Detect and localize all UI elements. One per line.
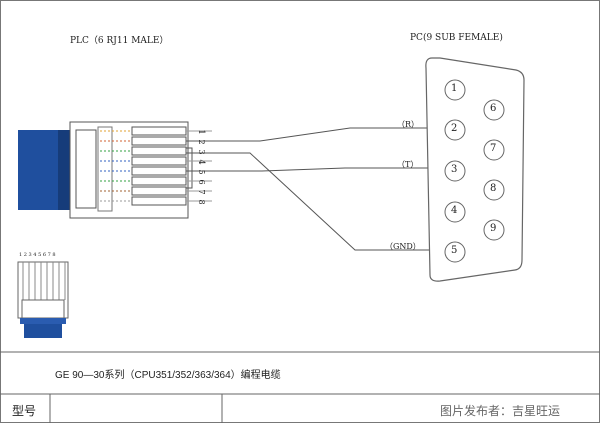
wires <box>186 127 445 251</box>
db9-pin-3: 3 <box>451 164 458 175</box>
db9-pin-8: 8 <box>490 183 497 194</box>
signal-gnd-label: （GND） <box>385 242 421 251</box>
wire-r <box>186 127 445 142</box>
pin-digit: 7 <box>197 189 206 195</box>
signal-r-label: （R） <box>397 120 420 129</box>
small-plug <box>17 261 69 338</box>
pin-digit: 2 <box>197 139 206 145</box>
db9-pin-6: 6 <box>490 103 497 114</box>
footer-table <box>0 351 600 423</box>
db9-pin-5: 5 <box>451 245 458 256</box>
db9-pin-1: 1 <box>451 83 458 94</box>
rj11-plug <box>18 121 193 219</box>
db9-connector <box>425 57 525 282</box>
plug-pin-digits: 1 2 3 4 5 6 7 8 <box>196 127 206 207</box>
cable-title: GE 90—30系列（CPU351/352/363/364）编程电缆 <box>55 370 281 381</box>
pin-digit: 8 <box>197 199 206 205</box>
wire-t <box>186 167 445 172</box>
pin-digit: 1 <box>197 129 206 135</box>
model-label: 型号 <box>12 404 37 418</box>
db9-pin-4: 4 <box>451 205 458 216</box>
db9-pin-2: 2 <box>451 123 458 134</box>
plc-connector-title: PLC（6 RJ11 MALE） <box>70 36 169 46</box>
pin-digit: 3 <box>197 149 206 155</box>
source-credit: 图片发布者：吉星旺运 <box>440 404 561 418</box>
small-plug-pin-numbers: 1 2 3 4 5 6 7 8 <box>19 252 56 258</box>
db9-pin-7: 7 <box>490 143 497 154</box>
wire-gnd <box>186 152 445 251</box>
pin-digit: 6 <box>197 179 206 185</box>
pc-connector-title: PC(9 SUB FEMALE) <box>410 33 503 43</box>
pin-digit: 5 <box>197 169 206 175</box>
signal-t-label: （T） <box>397 160 419 169</box>
pin-digit: 4 <box>197 159 206 165</box>
db9-pin-9: 9 <box>490 223 497 234</box>
